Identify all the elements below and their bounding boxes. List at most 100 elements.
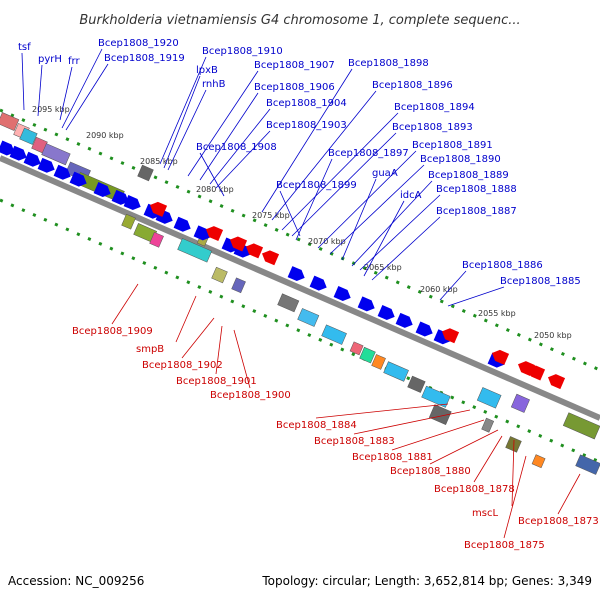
reverse-gene-arrow-9[interactable] [546,372,566,390]
gene-feature-0[interactable] [0,112,20,131]
reverse-gene-arrow-8[interactable] [526,363,546,381]
gene-feature-25[interactable] [575,454,600,475]
reverse-gene-arrow-4[interactable] [260,248,280,266]
reverse-gene-label-bcep1808-1909[interactable]: Bcep1808_1909 [72,326,153,337]
forward-gene-arrow-8[interactable] [123,195,143,212]
reverse-gene-arrow-6[interactable] [490,348,510,365]
gene-feature-24[interactable] [562,412,600,440]
forward-gene-label-bcep1808-1910[interactable]: Bcep1808_1910 [202,46,283,57]
kbp-label-7: 2060 kbp [420,285,458,294]
reverse-gene-label-bcep1808-1881[interactable]: Bcep1808_1881 [352,452,433,463]
gene-feature-15[interactable] [321,324,347,345]
forward-gene-arrow-15[interactable] [287,266,307,283]
reverse-gene-label-smpb[interactable]: smpB [136,344,164,355]
forward-gene-label-idca[interactable]: idcA [400,190,422,201]
reverse-gene-arrow-3[interactable] [244,241,264,259]
forward-gene-label-bcep1808-1885[interactable]: Bcep1808_1885 [500,276,581,287]
forward-gene-arrow-7[interactable] [111,189,131,207]
forward-gene-label-bcep1808-1920[interactable]: Bcep1808_1920 [98,38,179,49]
forward-gene-arrow-21[interactable] [415,321,435,338]
forward-gene-arrow-11[interactable] [173,216,193,234]
forward-gene-label-bcep1808-1891[interactable]: Bcep1808_1891 [412,140,493,151]
gene-feature-18[interactable] [371,354,386,370]
gene-feature-11[interactable] [211,266,228,284]
gene-feature-9[interactable] [149,231,164,248]
reverse-gene-arrow-5[interactable] [440,326,460,344]
forward-gene-label-bcep1808-1894[interactable]: Bcep1808_1894 [394,102,475,113]
gene-feature-12[interactable] [231,277,246,294]
forward-gene-arrow-17[interactable] [333,285,353,303]
forward-gene-label-bcep1808-1897[interactable]: Bcep1808_1897 [328,148,409,159]
forward-gene-label-pyrh[interactable]: pyrH [38,54,62,65]
forward-gene-label-bcep1808-1890[interactable]: Bcep1808_1890 [420,154,501,165]
forward-gene-label-bcep1808-1904[interactable]: Bcep1808_1904 [266,98,347,109]
reverse-gene-label-mscl[interactable]: mscL [472,508,498,519]
kbp-label-4: 2075 kbp [252,211,290,220]
forward-gene-arrow-5[interactable] [69,171,89,189]
forward-gene-arrow-16[interactable] [309,275,329,293]
gene-feature-7[interactable] [121,213,136,230]
reverse-gene-label-bcep1808-1901[interactable]: Bcep1808_1901 [176,376,257,387]
gene-feature-2[interactable] [19,127,38,145]
gene-feature-20[interactable] [407,375,426,393]
reverse-gene-label-bcep1808-1884[interactable]: Bcep1808_1884 [276,420,357,431]
forward-gene-label-lpxb[interactable]: lpxB [196,65,218,76]
gene-feature-17[interactable] [359,346,376,364]
forward-gene-arrow-1[interactable] [9,145,29,163]
forward-leader-line-0 [21,52,25,111]
reverse-gene-arrow-1[interactable] [204,224,224,242]
gene-feature-29[interactable] [137,164,154,182]
kbp-label-8: 2055 kbp [478,309,516,318]
forward-gene-arrow-2[interactable] [23,151,43,169]
reverse-gene-label-bcep1808-1883[interactable]: Bcep1808_1883 [314,436,395,447]
reverse-gene-label-bcep1808-1873[interactable]: Bcep1808_1873 [518,516,599,527]
forward-gene-arrow-6[interactable] [93,182,113,199]
reverse-gene-label-bcep1808-1875[interactable]: Bcep1808_1875 [464,540,545,551]
gene-feature-14[interactable] [297,308,320,327]
forward-gene-label-bcep1808-1886[interactable]: Bcep1808_1886 [462,260,543,271]
forward-gene-label-bcep1808-1908[interactable]: Bcep1808_1908 [196,142,277,153]
gene-feature-19[interactable] [383,361,409,382]
gene-feature-10[interactable] [177,238,213,263]
forward-gene-arrow-3[interactable] [37,157,57,175]
reverse-gene-label-bcep1808-1880[interactable]: Bcep1808_1880 [390,466,471,477]
gene-feature-13[interactable] [277,293,300,313]
forward-gene-label-guaa[interactable]: guaA [372,168,398,179]
forward-gene-arrow-19[interactable] [377,305,397,322]
gene-feature-28[interactable] [531,454,546,469]
reverse-gene-label-bcep1808-1902[interactable]: Bcep1808_1902 [142,360,223,371]
reverse-gene-label-bcep1808-1900[interactable]: Bcep1808_1900 [210,390,291,401]
forward-leader-line-25 [371,216,441,281]
gene-feature-26[interactable] [428,404,452,425]
forward-gene-label-bcep1808-1919[interactable]: Bcep1808_1919 [104,53,185,64]
forward-gene-label-tsf[interactable]: tsf [18,42,31,53]
gene-feature-22[interactable] [476,387,502,409]
forward-gene-label-bcep1808-1899[interactable]: Bcep1808_1899 [276,180,357,191]
forward-leader-line-1 [37,64,43,117]
gene-feature-4[interactable] [41,143,71,166]
forward-gene-arrow-4[interactable] [53,164,73,182]
forward-gene-label-bcep1808-1887[interactable]: Bcep1808_1887 [436,206,517,217]
forward-gene-label-frr[interactable]: frr [68,56,80,67]
forward-gene-label-bcep1808-1893[interactable]: Bcep1808_1893 [392,122,473,133]
accession-text: Accession: NC_009256 [8,574,144,588]
forward-gene-label-bcep1808-1896[interactable]: Bcep1808_1896 [372,80,453,91]
forward-gene-label-bcep1808-1889[interactable]: Bcep1808_1889 [428,170,509,181]
reverse-gene-arrow-0[interactable] [148,199,168,217]
reverse-gene-label-bcep1808-1878[interactable]: Bcep1808_1878 [434,484,515,495]
forward-gene-label-bcep1808-1906[interactable]: Bcep1808_1906 [254,82,335,93]
gene-feature-21[interactable] [421,385,451,408]
gene-feature-23[interactable] [510,393,530,413]
forward-gene-arrow-0[interactable] [0,140,17,157]
reverse-gene-arrow-2[interactable] [228,234,248,252]
forward-leader-line-11 [215,130,271,189]
forward-gene-arrow-20[interactable] [395,312,415,330]
forward-gene-label-rnhb[interactable]: rnhB [202,79,226,90]
gene-feature-31[interactable] [481,417,495,433]
forward-gene-label-bcep1808-1898[interactable]: Bcep1808_1898 [348,58,429,69]
forward-gene-label-bcep1808-1903[interactable]: Bcep1808_1903 [266,120,347,131]
forward-gene-label-bcep1808-1907[interactable]: Bcep1808_1907 [254,60,335,71]
forward-gene-label-bcep1808-1888[interactable]: Bcep1808_1888 [436,184,517,195]
gene-feature-16[interactable] [349,341,364,356]
forward-gene-arrow-18[interactable] [357,296,377,313]
